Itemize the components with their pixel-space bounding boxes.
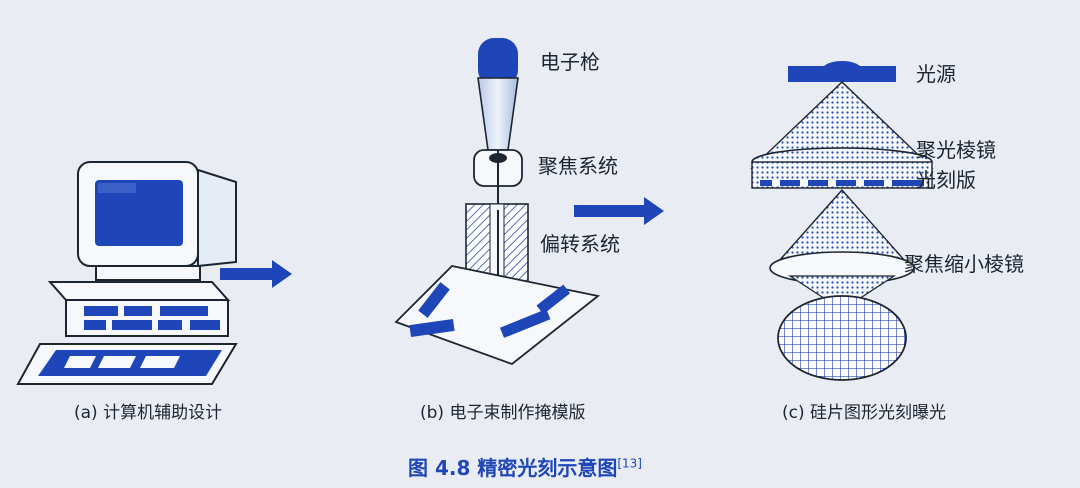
caption-b: (b) 电子束制作掩模版: [420, 403, 586, 423]
caption-c: (c) 硅片图形光刻曝光: [782, 403, 947, 423]
label-light-source: 光源: [916, 62, 956, 86]
caption-a: (a) 计算机辅助设计: [74, 403, 223, 423]
label-focus-system: 聚焦系统: [538, 154, 618, 178]
arrow-a-to-b: [220, 260, 292, 288]
label-deflection-system: 偏转系统: [540, 232, 620, 256]
label-condenser-prism: 聚光棱镜: [916, 138, 996, 162]
electron-beam-illustration: [394, 38, 601, 366]
arrow-b-to-c: [574, 197, 664, 225]
label-reduction-prism: 聚焦缩小棱镜: [904, 252, 1024, 276]
computer-illustration: [16, 161, 238, 385]
exposure-illustration: [750, 61, 934, 381]
figure-reference: [13]: [617, 456, 642, 471]
figure-title-text: 图 4.8 精密光刻示意图: [408, 456, 618, 480]
label-electron-gun: 电子枪: [540, 50, 600, 74]
figure-title: 图 4.8 精密光刻示意图[13]: [408, 452, 642, 481]
label-photomask: 光刻版: [916, 168, 976, 192]
